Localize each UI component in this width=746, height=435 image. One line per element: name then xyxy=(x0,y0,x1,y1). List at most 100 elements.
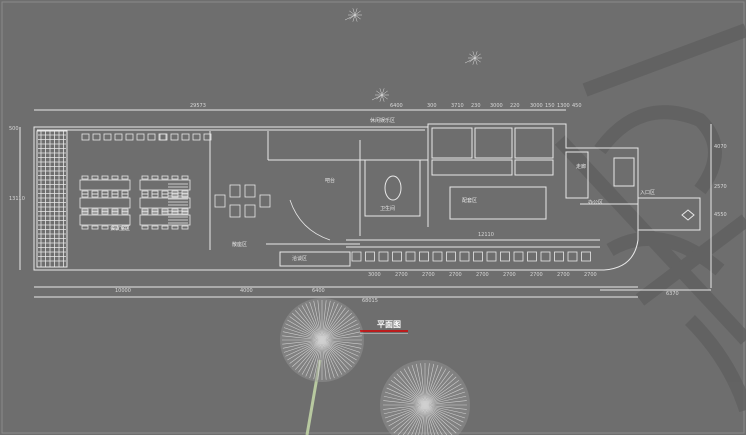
chair xyxy=(141,210,149,215)
chair xyxy=(111,175,119,180)
chair xyxy=(181,175,189,180)
seed-fluff xyxy=(376,90,383,96)
chair xyxy=(111,193,119,198)
dim-bottom-7: 2700 xyxy=(476,272,489,278)
dandelion-ray xyxy=(411,364,426,406)
seat xyxy=(159,133,168,141)
dandelion-ray xyxy=(295,310,323,341)
dandelion-ray xyxy=(321,339,361,353)
seed-fluff xyxy=(474,51,478,59)
dandelion-ray xyxy=(424,364,439,406)
meeting-table xyxy=(139,179,191,191)
seat xyxy=(192,133,201,141)
seed-fluff xyxy=(352,14,356,22)
seed-fluff xyxy=(354,10,361,16)
booth-seat xyxy=(432,251,443,262)
dandelion-ray xyxy=(305,339,323,377)
dandelion-ray xyxy=(321,319,357,341)
dandelion-ray xyxy=(388,383,426,406)
chair xyxy=(151,208,159,213)
dandelion-ray xyxy=(424,391,466,406)
dandelion-ray xyxy=(305,303,323,341)
dandelion-ray xyxy=(285,339,323,357)
room-label: 走廊 xyxy=(576,163,586,170)
seed-fluff xyxy=(354,14,358,22)
chair xyxy=(151,190,159,195)
dandelion-ray xyxy=(424,400,467,406)
room-label: 办公区 xyxy=(588,199,603,206)
dandelion-ray xyxy=(321,339,327,380)
dim-top-7: 3000 xyxy=(530,103,543,109)
dandelion-ray xyxy=(424,363,430,406)
dandelion-image xyxy=(280,8,482,435)
dim-bottom-4: 2700 xyxy=(395,272,408,278)
dim-bottom-5: 2700 xyxy=(422,272,435,278)
dandelion-ray xyxy=(390,380,426,406)
booth-seat xyxy=(581,251,591,262)
dandelion-ray xyxy=(384,391,426,406)
chair xyxy=(81,208,89,213)
meeting-table xyxy=(79,214,131,226)
dim-overall: 68015 xyxy=(362,298,378,304)
chair xyxy=(101,225,109,230)
cafe-seat xyxy=(244,204,256,218)
dandelion-ray xyxy=(321,327,361,341)
dandelion-ray xyxy=(388,404,426,427)
dandelion-ray xyxy=(321,339,335,379)
dandelion-ray xyxy=(321,305,343,341)
chair xyxy=(101,190,109,195)
dandelion-ray xyxy=(321,300,331,341)
dandelion-ray xyxy=(321,316,355,341)
meeting-table xyxy=(79,179,131,191)
dandelion-ray xyxy=(289,339,323,364)
dandelion-ray xyxy=(282,335,323,341)
chair xyxy=(81,225,89,230)
dandelion-ray xyxy=(424,404,467,415)
seed-stem xyxy=(344,14,356,21)
seed-fluff xyxy=(472,51,476,59)
room-label: 入口区 xyxy=(640,190,655,196)
chair xyxy=(121,210,129,215)
dandelion-ray xyxy=(289,316,323,341)
seed-fluff xyxy=(474,57,478,65)
dandelion-ray xyxy=(424,404,432,435)
dandelion-ray xyxy=(393,404,426,434)
dandelion-ray xyxy=(393,376,426,406)
meeting-table xyxy=(139,197,191,209)
booth-seat xyxy=(500,251,510,262)
booth-seat xyxy=(473,251,483,262)
booth-seat xyxy=(567,251,578,262)
dandelion-ray xyxy=(282,339,323,345)
chair xyxy=(161,225,169,230)
chair xyxy=(101,175,109,180)
dandelion-ray xyxy=(321,300,327,341)
seed-stem xyxy=(464,57,476,64)
cafe-seat xyxy=(229,184,241,198)
dandelion-ray xyxy=(301,339,323,375)
chair xyxy=(181,208,189,213)
dandelion-ray xyxy=(415,363,426,406)
dandelion-ray xyxy=(424,395,467,406)
seed-fluff xyxy=(381,94,385,102)
dandelion-ray xyxy=(321,339,352,367)
chair xyxy=(101,208,109,213)
dandelion-ray xyxy=(283,339,323,353)
dandelion-ray xyxy=(321,339,362,349)
seed-fluff xyxy=(354,14,361,20)
booth-seat xyxy=(365,251,375,262)
seed-fluff xyxy=(379,94,383,102)
seat xyxy=(92,133,101,141)
dandelion-ray xyxy=(309,339,323,379)
dandelion-ray xyxy=(407,366,426,406)
dandelion-ray xyxy=(282,331,323,341)
dandelion-ray xyxy=(298,307,323,341)
room-label-layer: 会议室区 散座区 吧台 休闲娱乐区 卫生间 配套区 洽谈区 办公区 走廊 入口区 xyxy=(110,117,655,262)
dandelion-ray xyxy=(321,313,352,341)
chair xyxy=(171,208,179,213)
dandelion-ray xyxy=(424,404,464,423)
chair xyxy=(121,208,129,213)
dim-top-5: 3000 xyxy=(490,103,503,109)
dandelion-ray xyxy=(285,323,323,341)
dandelion-ray xyxy=(321,301,335,341)
booth-seat xyxy=(486,251,497,262)
